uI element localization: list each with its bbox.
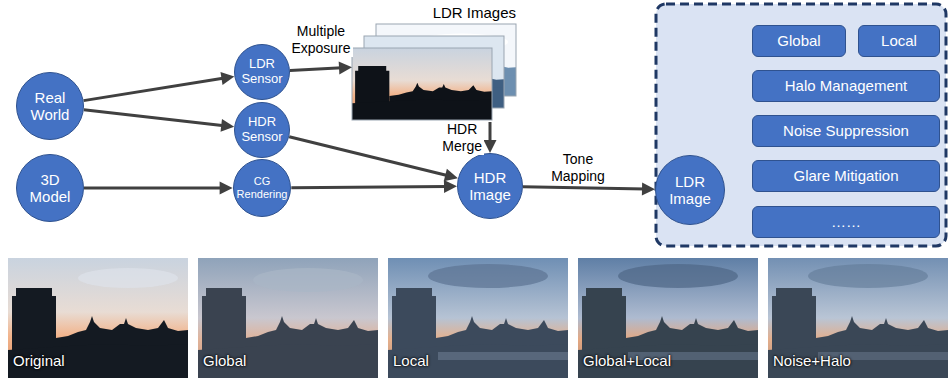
edge-label: Multiple Exposure	[289, 23, 352, 57]
node-text: Real World	[31, 89, 70, 124]
connector-line	[290, 68, 342, 71]
connector-line	[489, 122, 492, 143]
sensor-circle: LDR Sensor	[234, 44, 290, 100]
connector-line	[84, 78, 225, 101]
photo-caption: Global	[203, 352, 246, 370]
node-text: CG Rendering	[237, 175, 288, 200]
arrow-head	[221, 119, 235, 132]
photo-caption: Original	[13, 352, 65, 370]
connector-line	[289, 137, 448, 176]
node-text: Noise Suppression	[783, 122, 909, 139]
arrow-connector	[484, 122, 497, 153]
node-text: LDR Images	[433, 4, 516, 21]
arrow-head	[642, 183, 655, 196]
node-text: LDR Sensor	[241, 57, 282, 87]
source-circle: 3D Model	[16, 154, 84, 222]
ldr-circle: LDR Image	[655, 155, 725, 225]
node-text: LDR Image	[669, 173, 711, 208]
image-stack-node: LDR Images	[352, 4, 518, 122]
node-text: ……	[831, 213, 861, 230]
arrow-connector	[84, 110, 234, 132]
node-text: 3D Model	[30, 171, 71, 206]
connector-line	[291, 186, 447, 187]
method-box: Noise Suppression	[752, 115, 940, 147]
method-box: Glare Mitigation	[752, 160, 940, 192]
method-box: Global	[752, 25, 846, 57]
arrow-head	[220, 181, 233, 194]
arrow-head	[444, 169, 458, 182]
connector-line	[84, 186, 223, 189]
node-text: Glare Mitigation	[793, 167, 898, 184]
arrow-head	[484, 140, 497, 153]
photo-caption: Global+Local	[583, 352, 671, 370]
arrow-connector	[84, 72, 235, 101]
edge-label: HDR Merge	[440, 121, 484, 155]
method-box: ……	[752, 206, 940, 238]
connector-line	[84, 110, 224, 126]
connector-line	[523, 187, 645, 189]
hdr-circle: HDR Image	[457, 153, 523, 219]
arrow-connector	[84, 181, 233, 194]
node-text: HDR Sensor	[241, 115, 282, 145]
photo-caption: Local	[393, 352, 429, 370]
source-circle: Real World	[16, 72, 84, 140]
node-text: Local	[881, 32, 917, 49]
edge-label: Tone Mapping	[549, 151, 607, 185]
node-text: HDR Image	[469, 169, 511, 204]
arrow-connector	[291, 180, 457, 193]
sensor-circle: HDR Sensor	[234, 102, 290, 158]
arrow-connector	[289, 137, 458, 182]
arrow-connector	[290, 62, 352, 75]
arrow-head	[220, 72, 234, 85]
node-text: Global	[777, 32, 820, 49]
photo-caption: Noise+Halo	[773, 352, 851, 370]
arrow-head	[444, 180, 457, 193]
method-box: Local	[858, 25, 940, 57]
method-box: Halo Management	[752, 70, 940, 102]
node-text: Halo Management	[785, 77, 908, 94]
render-circle: CG Rendering	[233, 159, 292, 218]
arrow-head	[339, 62, 352, 75]
